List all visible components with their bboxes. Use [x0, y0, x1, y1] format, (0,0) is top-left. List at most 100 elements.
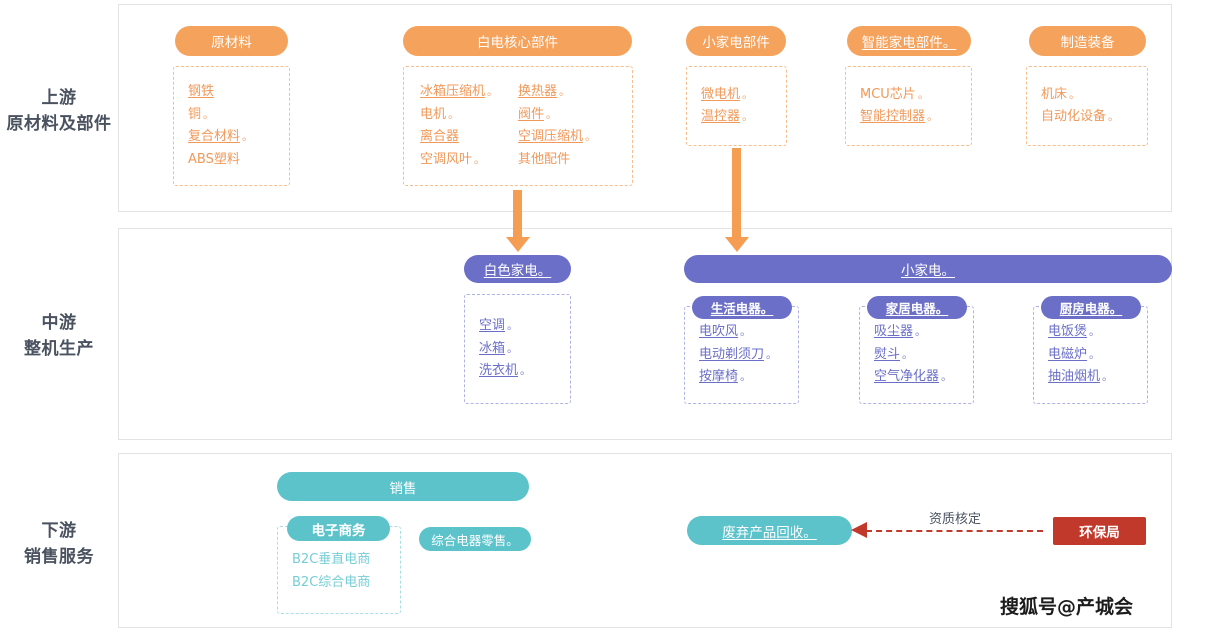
list-item[interactable]: 电动剃须刀。: [699, 346, 778, 362]
pill-circle: 。: [935, 301, 949, 316]
row-label-upstream-line1: 上游: [41, 88, 77, 108]
list-item[interactable]: 吸尘器。: [874, 324, 927, 339]
downstream-environmental-bureau[interactable]: 环保局: [1053, 517, 1146, 545]
midstream-box-kitchen-appliances: 电饭煲。 电磁炉。 抽油烟机。: [1033, 306, 1148, 404]
row-label-midstream-line1: 中游: [41, 313, 77, 333]
pill-label: 电子商务: [311, 522, 366, 539]
pill-circle: 。: [537, 263, 552, 279]
list-item[interactable]: 机床。: [1041, 86, 1081, 102]
list-item[interactable]: 电饭煲。: [1048, 324, 1101, 339]
pill-label: 废弃产品回收: [722, 524, 804, 541]
row-label-downstream-line2: 销售服务: [24, 547, 94, 567]
arrow-to-white-goods: [505, 190, 530, 252]
row-label-downstream-line1: 下游: [41, 521, 77, 541]
item-list: 微电机。 温控器。: [687, 67, 786, 145]
upstream-panel: [118, 4, 1172, 212]
midstream-pill-white-goods[interactable]: 白色家电。: [464, 255, 571, 283]
pill-label: 小家电: [901, 263, 942, 279]
downstream-pill-sales[interactable]: 销售: [277, 472, 529, 501]
qualification-label: 资质核定: [928, 512, 981, 527]
upstream-pill-smart-appliance-parts[interactable]: 智能家电部件。: [847, 26, 971, 56]
list-item[interactable]: B2C综合电商: [292, 574, 371, 590]
downstream-pill-ecommerce[interactable]: 电子商务: [287, 516, 390, 541]
qualification-arrow-icon: [851, 522, 867, 538]
row-label-downstream: 下游 销售服务: [0, 518, 118, 570]
upstream-box-small-appliance-parts: 微电机。 温控器。: [686, 66, 787, 146]
item-list: 吸尘器。 熨斗。 空气净化器。: [860, 307, 973, 403]
list-item[interactable]: 其他配件: [518, 151, 571, 167]
pill-label: 销售: [389, 480, 417, 497]
list-item[interactable]: 换热器。: [518, 84, 571, 99]
item-list: 空调。 冰箱。 洗衣机。: [465, 295, 570, 403]
list-item[interactable]: 冰箱压缩机。: [420, 84, 499, 99]
pill-label: 原材料: [211, 35, 252, 51]
downstream-pill-general-retail[interactable]: 综合电器零售。: [419, 527, 531, 551]
list-item[interactable]: 阀件。: [518, 106, 558, 122]
row-label-midstream-line2: 整机生产: [24, 339, 94, 359]
pill-label: 综合电器零售: [431, 532, 507, 548]
upstream-pill-manufacturing-equipment[interactable]: 制造装备: [1029, 26, 1146, 56]
row-label-midstream: 中游 整机生产: [0, 310, 118, 362]
pill-circle: 。: [803, 524, 817, 541]
list-item[interactable]: 按摩椅。: [699, 369, 752, 384]
item-list: 机床。 自动化设备。: [1027, 67, 1147, 145]
pill-label: 家居电器: [885, 301, 936, 316]
upstream-pill-raw-materials[interactable]: 原材料: [175, 26, 288, 56]
upstream-box-smart-appliance-parts: MCU芯片。 智能控制器。: [845, 66, 972, 146]
pill-circle: 。: [1109, 301, 1123, 316]
midstream-pill-home-appliances[interactable]: 家居电器。: [867, 296, 967, 319]
list-item[interactable]: B2C垂直电商: [292, 552, 371, 567]
list-item[interactable]: 自动化设备。: [1041, 109, 1120, 124]
item-list: 电吹风。 电动剃须刀。 按摩椅。: [685, 307, 798, 403]
watermark: 搜狐号@产城会: [1000, 596, 1134, 618]
midstream-pill-living-appliances[interactable]: 生活电器。: [692, 296, 792, 319]
arrow-to-small-appliances: [724, 148, 749, 252]
pill-label: 小家电部件: [702, 35, 770, 51]
item-list: B2C垂直电商 B2C综合电商: [278, 527, 400, 613]
list-item[interactable]: 冰箱。: [479, 340, 519, 356]
list-item[interactable]: 空调风叶。: [420, 151, 486, 167]
pill-label: 白电核心部件: [477, 35, 558, 51]
list-item[interactable]: 电吹风。: [699, 324, 752, 339]
upstream-box-white-goods-core-parts: 冰箱压缩机。 换热器。 电机。 阀件。 离合器 空调压缩机。 空调风叶。 其他配…: [403, 66, 633, 186]
downstream-pill-waste-recycling[interactable]: 废弃产品回收。: [687, 516, 852, 545]
item-list: MCU芯片。 智能控制器。: [846, 67, 971, 145]
midstream-box-home-appliances: 吸尘器。 熨斗。 空气净化器。: [859, 306, 974, 404]
pill-circle: 。: [506, 532, 519, 548]
midstream-box-living-appliances: 电吹风。 电动剃须刀。 按摩椅。: [684, 306, 799, 404]
upstream-box-raw-materials: 钢铁 铜。 复合材料。 ABS塑料: [173, 66, 290, 186]
item-list: 钢铁 铜。 复合材料。 ABS塑料: [174, 67, 289, 185]
row-label-upstream-line2: 原材料及部件: [6, 114, 112, 134]
list-item[interactable]: 洗衣机。: [479, 363, 532, 379]
list-item[interactable]: 离合器: [420, 129, 460, 144]
midstream-pill-small-appliances[interactable]: 小家电。: [684, 255, 1172, 283]
upstream-pill-small-appliance-parts[interactable]: 小家电部件: [686, 26, 786, 56]
list-item[interactable]: 温控器。: [701, 109, 754, 124]
list-item[interactable]: 微电机。: [701, 86, 754, 102]
box-label: 环保局: [1079, 525, 1120, 541]
list-item[interactable]: 电磁炉。: [1048, 346, 1101, 362]
list-item[interactable]: ABS塑料: [188, 151, 240, 167]
pill-label: 白色家电: [483, 263, 538, 279]
list-item[interactable]: 抽油烟机。: [1048, 369, 1114, 384]
pill-label: 生活电器: [710, 301, 761, 316]
list-item[interactable]: 空调。: [479, 318, 519, 334]
upstream-pill-white-goods-core-parts[interactable]: 白电核心部件: [403, 26, 632, 56]
list-item[interactable]: 钢铁: [188, 84, 215, 99]
midstream-box-white-goods: 空调。 冰箱。 洗衣机。: [464, 294, 571, 404]
pill-circle: 。: [760, 301, 774, 316]
qualification-connector-line: [866, 530, 1043, 532]
list-item[interactable]: 空调压缩机。: [518, 129, 597, 144]
list-item[interactable]: 熨斗。: [874, 346, 914, 362]
list-item[interactable]: 空气净化器。: [874, 369, 953, 384]
list-item[interactable]: 电机。: [420, 106, 460, 122]
pill-circle: 。: [941, 263, 956, 279]
list-item[interactable]: 智能控制器。: [860, 109, 939, 124]
pill-circle: 。: [942, 35, 957, 51]
list-item[interactable]: 铜。: [188, 106, 215, 122]
list-item[interactable]: 复合材料。: [188, 129, 254, 144]
list-item[interactable]: MCU芯片。: [860, 86, 929, 102]
midstream-pill-kitchen-appliances[interactable]: 厨房电器。: [1041, 296, 1141, 319]
upstream-box-manufacturing-equipment: 机床。 自动化设备。: [1026, 66, 1148, 146]
